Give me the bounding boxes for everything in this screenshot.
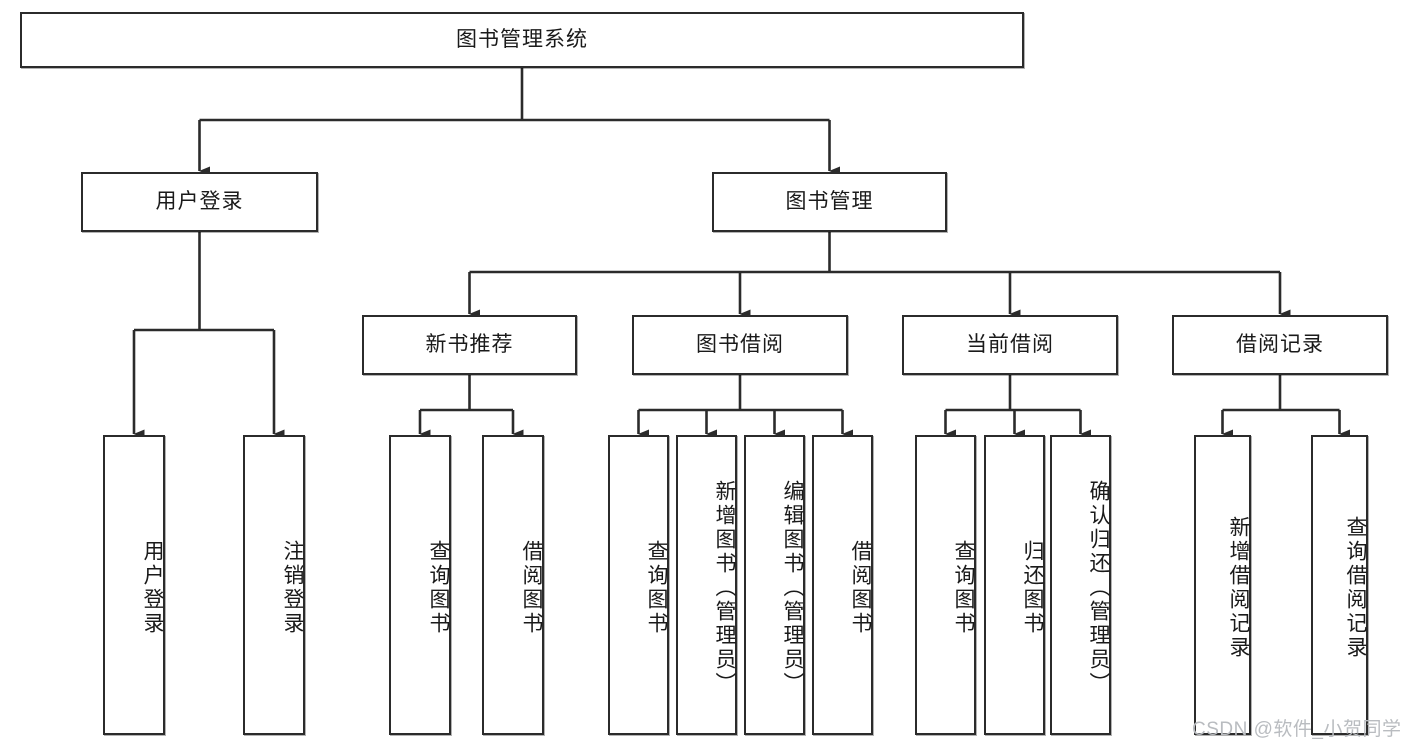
node-label: 查询图书: [645, 540, 668, 636]
leaf-borrow-query-book[interactable]: 查询图书: [608, 435, 669, 735]
node-label: 编辑图书（管理员）: [781, 480, 804, 696]
node-label: 注销登录: [281, 540, 304, 636]
csdn-watermark: CSDN @软件_小贺同学: [1192, 719, 1402, 740]
leaf-borrow-borrow-book[interactable]: 借阅图书: [812, 435, 873, 735]
node-borrowing-records[interactable]: 借阅记录: [1172, 315, 1388, 375]
node-label: 图书借阅: [696, 333, 784, 357]
leaf-user-login[interactable]: 用户登录: [103, 435, 165, 735]
leaf-user-logout[interactable]: 注销登录: [243, 435, 305, 735]
leaf-current-return-book[interactable]: 归还图书: [984, 435, 1045, 735]
node-label: 用户登录: [155, 190, 244, 214]
leaf-new-query-book[interactable]: 查询图书: [389, 435, 451, 735]
node-user-login[interactable]: 用户登录: [81, 172, 318, 232]
node-label: 图书管理系统: [456, 28, 588, 52]
node-label: 新增图书（管理员）: [713, 480, 736, 696]
node-label: 借阅记录: [1236, 333, 1324, 357]
node-current-borrowing[interactable]: 当前借阅: [902, 315, 1118, 375]
node-label: 新增借阅记录: [1227, 516, 1250, 660]
node-new-book-recommendation[interactable]: 新书推荐: [362, 315, 577, 375]
node-label: 用户登录: [141, 540, 164, 636]
node-label: 查询借阅记录: [1344, 516, 1367, 660]
leaf-current-query-book[interactable]: 查询图书: [915, 435, 976, 735]
leaf-record-query-borrow-record[interactable]: 查询借阅记录: [1311, 435, 1368, 735]
leaf-current-confirm-return-admin[interactable]: 确认归还（管理员）: [1050, 435, 1111, 735]
node-label: 查询图书: [427, 540, 450, 636]
node-book-management[interactable]: 图书管理: [712, 172, 947, 232]
node-label: 当前借阅: [966, 333, 1054, 357]
node-label: 借阅图书: [849, 540, 872, 636]
node-book-borrowing[interactable]: 图书借阅: [632, 315, 848, 375]
leaf-record-add-borrow-record[interactable]: 新增借阅记录: [1194, 435, 1251, 735]
leaf-new-borrow-book[interactable]: 借阅图书: [482, 435, 544, 735]
leaf-borrow-edit-book-admin[interactable]: 编辑图书（管理员）: [744, 435, 805, 735]
node-label: 图书管理: [785, 190, 874, 214]
node-label: 查询图书: [952, 540, 975, 636]
node-label: 新书推荐: [425, 333, 514, 357]
leaf-borrow-add-book-admin[interactable]: 新增图书（管理员）: [676, 435, 737, 735]
node-label: 归还图书: [1021, 540, 1044, 636]
node-label: 确认归还（管理员）: [1087, 480, 1110, 696]
node-root-book-management-system[interactable]: 图书管理系统: [20, 12, 1024, 68]
node-label: 借阅图书: [520, 540, 543, 636]
